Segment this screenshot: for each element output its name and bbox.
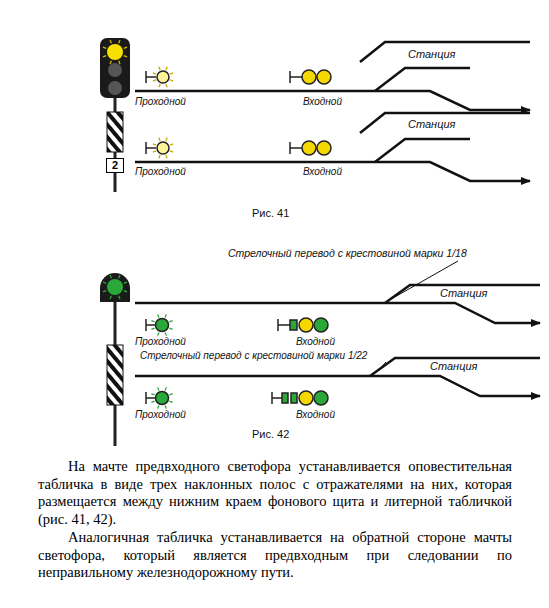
paragraph: На мачте предвходного светофора устанавл… [38,458,512,528]
light-ray [159,84,160,87]
light-ray [169,328,172,329]
leader-lines [378,261,458,371]
light-ray [110,61,111,64]
light-ray [119,296,120,299]
light-ray [151,394,154,395]
light-ray [119,40,120,43]
light-ray [124,282,127,283]
light-ray [103,47,106,48]
light-ray [166,67,167,70]
light-ray [103,56,106,57]
light-ray [159,67,160,70]
light-ray [170,73,173,74]
light-ray [170,80,173,81]
light-ray [151,401,154,402]
station-label: Станция [408,48,455,61]
tracks [135,42,540,396]
light-ray [169,401,172,402]
light-ray [165,405,166,408]
signal-label: Входной [296,336,335,348]
paragraph: Аналогичная табличка устанавливается на … [38,529,512,582]
light-ray [165,387,166,390]
signal-label: Проходной [135,409,186,421]
light-ray [158,387,159,390]
signal-label: Входной [296,409,335,421]
light-ray [158,405,159,408]
signal-label: Проходной [135,96,186,108]
switch-label: Стрелочный перевод с крестовиной марки 1… [228,247,467,260]
light-ray [124,291,127,292]
literal-plate: 2 [106,158,124,173]
light-ray [119,61,120,64]
light-ray [153,151,156,152]
light-ray [119,275,120,278]
light-ray [170,144,173,145]
light-ray [124,47,127,48]
light-ray [153,144,156,145]
light-ray [169,394,172,395]
station-label: Станция [440,287,487,300]
signal-label: Проходной [135,336,186,348]
signal-label: Входной [303,96,342,108]
station-label: Станция [430,360,477,373]
figure-caption: Рис. 41 [252,207,289,220]
figure-caption: Рис. 42 [252,428,289,441]
light-ray [151,321,154,322]
station-label: Станция [408,118,455,131]
light-ray [158,314,159,317]
light-ray [153,73,156,74]
signal-fig42 [100,273,130,446]
plate-number: 2 [112,159,118,171]
light-ray [170,151,173,152]
light-ray [153,80,156,81]
light-ray [151,328,154,329]
light-ray [159,138,160,141]
light-ray [110,275,111,278]
light-ray [103,291,106,292]
signal-label: Проходной [135,166,186,178]
light-ray [110,296,111,299]
light-ray [166,84,167,87]
light-ray [103,282,106,283]
light-ray [165,314,166,317]
switch-label: Стрелочный перевод с крестовиной марки 1… [140,350,367,362]
light-ray [159,155,160,158]
light-ray [169,321,172,322]
light-ray [158,332,159,335]
signal-fig41 [100,38,130,192]
light-ray [165,332,166,335]
light-ray [124,56,127,57]
light-ray [166,138,167,141]
light-ray [166,155,167,158]
light-ray [110,40,111,43]
signal-label: Входной [303,166,342,178]
